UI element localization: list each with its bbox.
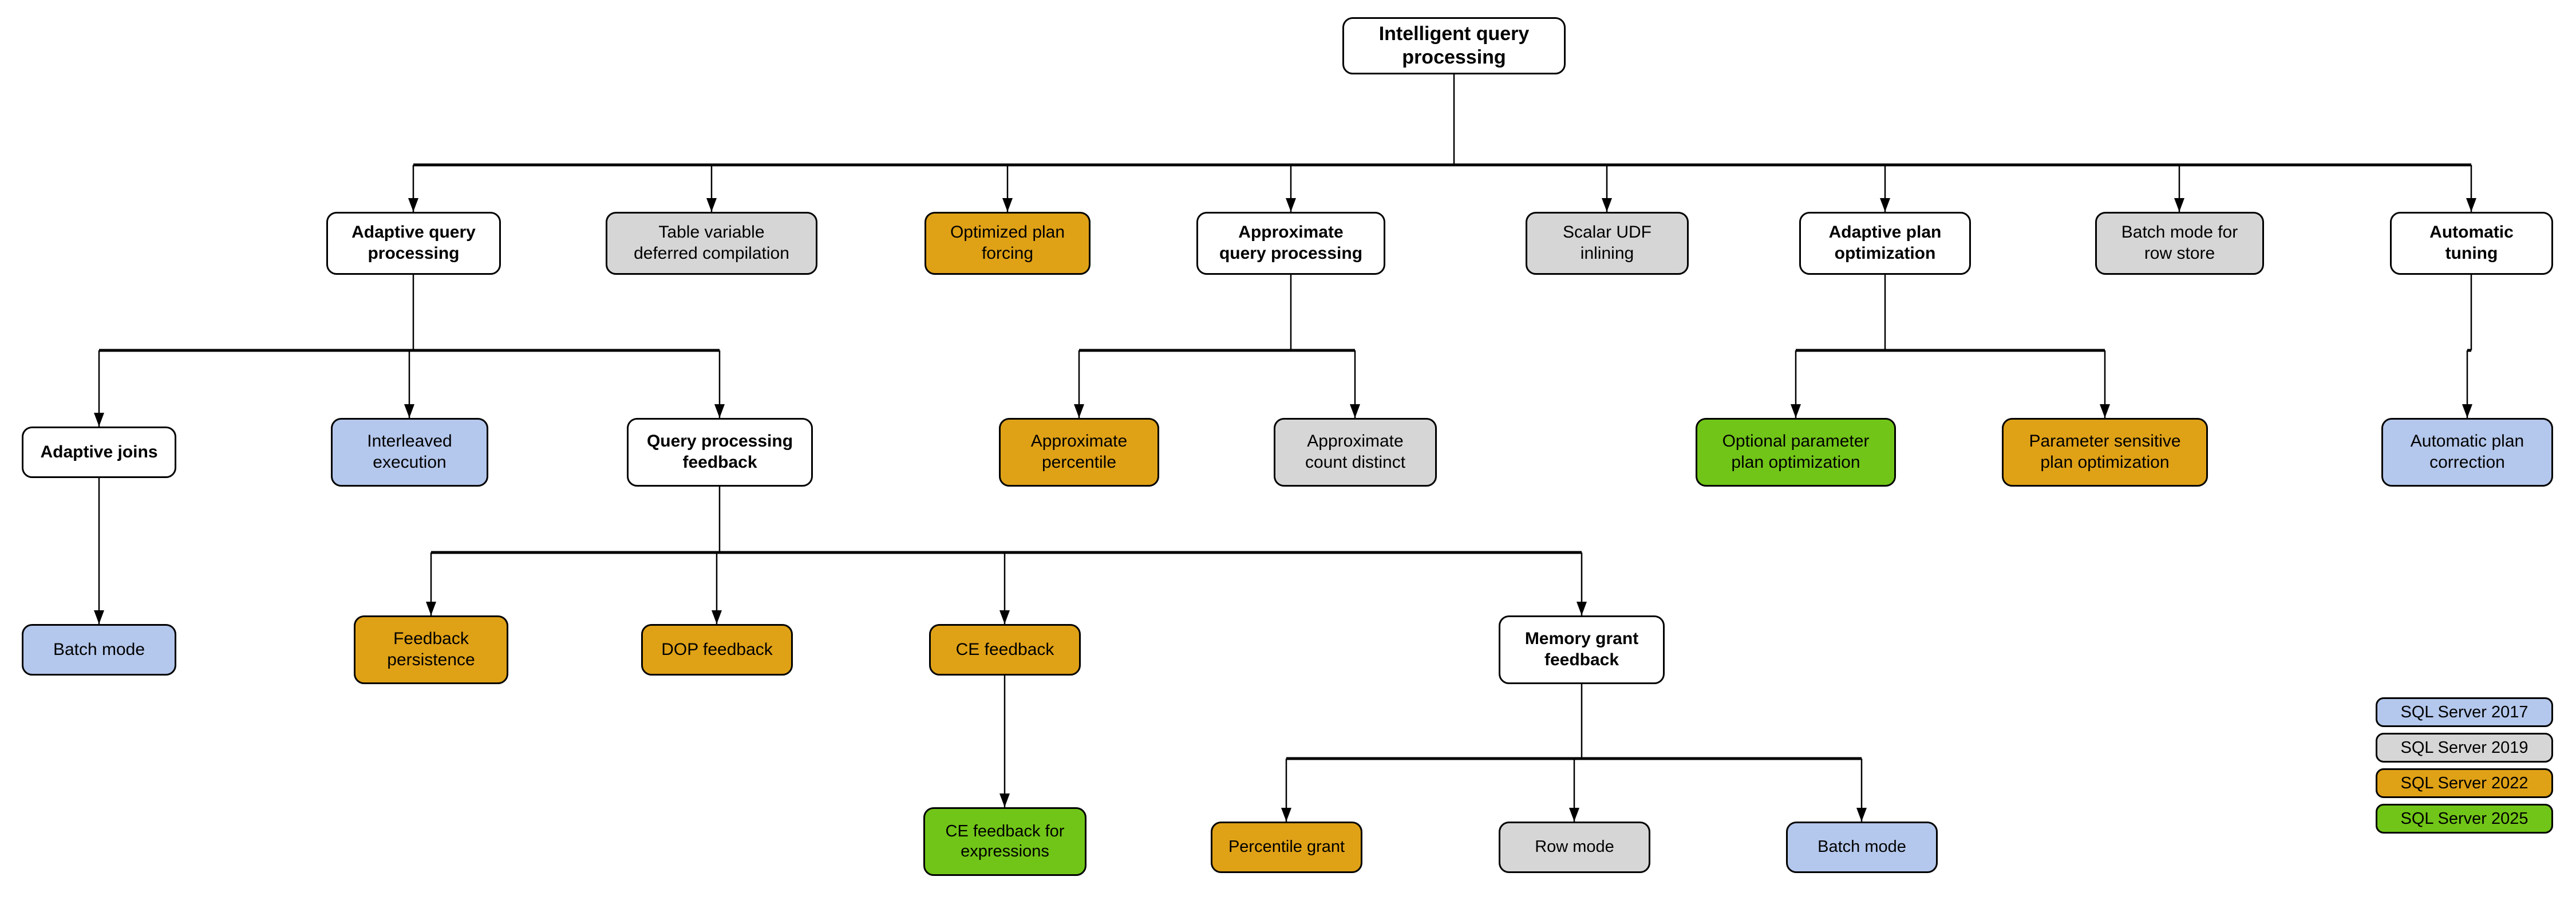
node-ce-feedback-for-expressions[interactable]: CE feedback for expressions bbox=[923, 807, 1086, 876]
node-approximate-query-processing[interactable]: Approximate query processing bbox=[1196, 212, 1385, 275]
node-parameter-sensitive-plan-optimization[interactable]: Parameter sensitive plan optimization bbox=[2002, 418, 2208, 487]
node-table-variable-deferred-compilation[interactable]: Table variable deferred compilation bbox=[606, 212, 817, 275]
legend-item-0: SQL Server 2017 bbox=[2376, 697, 2553, 727]
legend-item-2: SQL Server 2022 bbox=[2376, 768, 2553, 798]
node-interleaved-execution[interactable]: Interleaved execution bbox=[331, 418, 488, 487]
node-root[interactable]: Intelligent query processing bbox=[1342, 17, 1566, 74]
node-memory-grant-feedback[interactable]: Memory grant feedback bbox=[1499, 615, 1665, 684]
legend-item-3: SQL Server 2025 bbox=[2376, 804, 2553, 834]
node-automatic-plan-correction[interactable]: Automatic plan correction bbox=[2381, 418, 2553, 487]
node-scalar-udf-inlining[interactable]: Scalar UDF inlining bbox=[1526, 212, 1689, 275]
node-query-processing-feedback[interactable]: Query processing feedback bbox=[627, 418, 813, 487]
node-batch-mode-aj[interactable]: Batch mode bbox=[22, 624, 176, 676]
node-batch-mode-mgf[interactable]: Batch mode bbox=[1786, 822, 1938, 873]
node-row-mode[interactable]: Row mode bbox=[1499, 822, 1650, 873]
node-optional-parameter-plan-optimization[interactable]: Optional parameter plan optimization bbox=[1696, 418, 1896, 487]
node-dop-feedback[interactable]: DOP feedback bbox=[641, 624, 793, 676]
node-batch-mode-for-row-store[interactable]: Batch mode for row store bbox=[2095, 212, 2264, 275]
node-automatic-tuning[interactable]: Automatic tuning bbox=[2390, 212, 2553, 275]
node-feedback-persistence[interactable]: Feedback persistence bbox=[354, 615, 508, 684]
node-ce-feedback[interactable]: CE feedback bbox=[929, 624, 1081, 676]
node-adaptive-query-processing[interactable]: Adaptive query processing bbox=[326, 212, 501, 275]
node-optimized-plan-forcing[interactable]: Optimized plan forcing bbox=[924, 212, 1091, 275]
node-approximate-count-distinct[interactable]: Approximate count distinct bbox=[1274, 418, 1437, 487]
node-percentile-grant[interactable]: Percentile grant bbox=[1211, 822, 1362, 873]
node-adaptive-joins[interactable]: Adaptive joins bbox=[22, 427, 176, 478]
node-approximate-percentile[interactable]: Approximate percentile bbox=[999, 418, 1159, 487]
node-adaptive-plan-optimization[interactable]: Adaptive plan optimization bbox=[1799, 212, 1971, 275]
legend-item-1: SQL Server 2019 bbox=[2376, 733, 2553, 763]
